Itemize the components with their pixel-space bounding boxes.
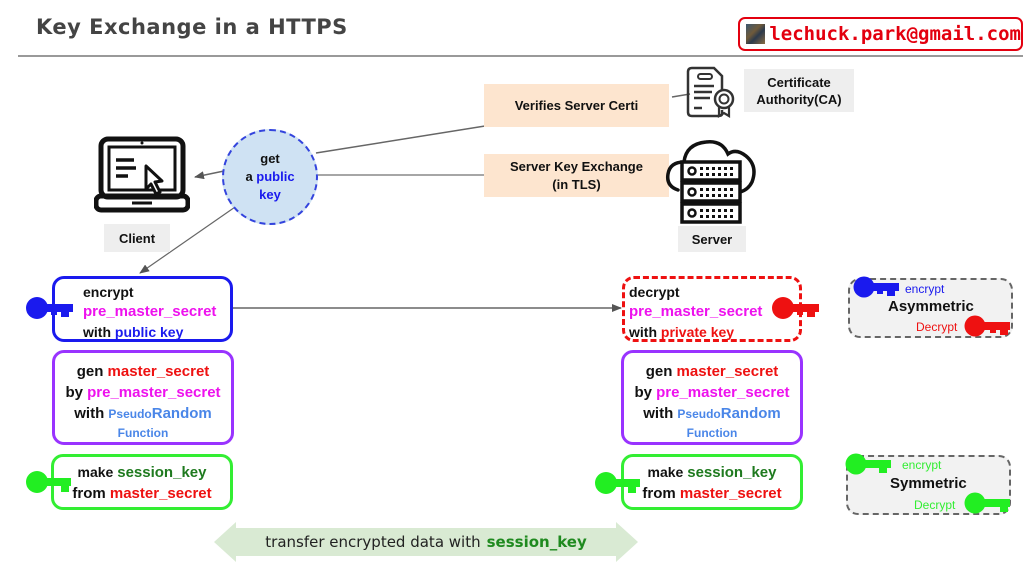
author-email: lechuck.park@gmail.com [769, 23, 1021, 45]
client-label-text: Client [118, 230, 156, 246]
session-line1-highlight: session_key [687, 464, 777, 481]
gen-line3: with PseudoRandom [55, 403, 231, 425]
gen-line3-small: Pseudo [108, 407, 152, 421]
gen-line2: by pre_master_secret [55, 382, 231, 403]
sym-encrypt-key-icon [845, 453, 891, 475]
decrypt-line1: decrypt [629, 284, 680, 300]
verifies-to-bubble-line [315, 125, 486, 154]
transfer-prefix: transfer encrypted data with [265, 533, 481, 551]
public-key-icon [26, 297, 73, 319]
laptop-icon [94, 136, 190, 213]
asym-decrypt-label: Decrypt [916, 320, 958, 334]
session-line2: from master_secret [54, 483, 230, 504]
gen-line4: Function [117, 426, 169, 440]
gen-line2: by pre_master_secret [624, 382, 800, 403]
session-line2-prefix: from [642, 485, 680, 502]
decrypt-line3: with private key [629, 322, 799, 342]
gen-line1: gen master_secret [624, 361, 800, 382]
session-line1-prefix: make [647, 464, 688, 480]
server-session-key-box: make session_key from master_secret [621, 454, 803, 510]
sym-decrypt-label: Decrypt [914, 498, 956, 512]
client-encrypt-box: encrypt pre_master_secret with public ke… [52, 276, 233, 342]
server-decrypt-box: decrypt pre_master_secret with private k… [622, 276, 802, 342]
ca-label-line1: Certificate [767, 74, 831, 90]
gen-line1-highlight: master_secret [107, 363, 210, 380]
bubble-line2-prefix: a [245, 169, 257, 184]
gen-line2-highlight: pre_master_secret [656, 384, 790, 401]
sym-title: Symmetric [890, 475, 967, 492]
transfer-highlight: session_key [486, 533, 587, 551]
get-public-key-bubble: get a public key [222, 129, 318, 225]
author-email-badge: lechuck.park@gmail.com [738, 17, 1023, 51]
gen-line2-highlight: pre_master_secret [87, 384, 221, 401]
encrypt-line3-highlight: public key [114, 324, 184, 340]
sym-encrypt-label: encrypt [902, 458, 942, 472]
session-line1-highlight: session_key [117, 464, 207, 481]
client-label: Client [104, 224, 170, 252]
page-title: Key Exchange in a HTTPS [36, 15, 348, 39]
asym-encrypt-label: encrypt [905, 282, 945, 296]
cloud-server-icon [665, 140, 756, 224]
decrypt-line3-prefix: with [629, 324, 661, 340]
certificate-icon [686, 66, 735, 118]
private-key-icon [772, 297, 819, 319]
bubble-to-client-arrow [194, 170, 225, 180]
bubble-line1: get [260, 151, 280, 166]
gen-line3-highlight: Random [151, 405, 212, 422]
session-line1-prefix: make [77, 464, 118, 480]
session-line2-highlight: master_secret [109, 485, 212, 502]
gen-line3-prefix: with [643, 405, 678, 422]
double-arrow-shape [214, 522, 638, 562]
bubble-line2-highlight: public [256, 169, 295, 184]
server-key-exchange-text-2: (in TLS) [552, 176, 601, 192]
verifies-server-cert-text: Verifies Server Certi [514, 97, 639, 113]
gen-line3-small: Pseudo [677, 407, 721, 421]
title-divider [18, 55, 1023, 57]
server-key-exchange-label: Server Key Exchange (in TLS) [484, 154, 669, 197]
encrypt-line3-prefix: with [83, 324, 115, 340]
client-gen-master-secret-box: gen master_secret by pre_master_secret w… [52, 350, 234, 445]
gen-line1-prefix: gen [76, 363, 108, 380]
avatar [746, 24, 766, 44]
gen-line1-prefix: gen [645, 363, 677, 380]
encrypt-line1: encrypt [83, 284, 134, 300]
decrypt-line3-highlight: private key [660, 324, 735, 340]
verifies-server-cert-label: Verifies Server Certi [484, 84, 669, 127]
bubble-line2: a public [245, 168, 294, 186]
session-key-icon-server [595, 472, 640, 494]
server-label-text: Server [691, 231, 733, 247]
server-label: Server [678, 226, 746, 252]
sym-decrypt-key-icon [964, 492, 1010, 514]
transfer-arrow: transfer encrypted data with session_key [214, 522, 638, 562]
gen-line3: with PseudoRandom [624, 403, 800, 425]
session-line1: make session_key [624, 462, 800, 483]
decrypt-line2: pre_master_secret [629, 303, 763, 320]
gen-line2-prefix: by [634, 384, 657, 401]
bubble-line3: key [259, 187, 281, 202]
session-line2: from master_secret [624, 483, 800, 504]
transfer-text: transfer encrypted data with session_key [214, 522, 638, 562]
gen-line3-prefix: with [74, 405, 109, 422]
asym-decrypt-key-icon [964, 315, 1010, 337]
asym-title: Asymmetric [888, 298, 974, 315]
gen-line3-highlight: Random [720, 405, 781, 422]
ca-label: Certificate Authority(CA) [744, 69, 854, 112]
session-line1: make session_key [54, 462, 230, 483]
gen-line1-highlight: master_secret [676, 363, 779, 380]
server-gen-master-secret-box: gen master_secret by pre_master_secret w… [621, 350, 803, 445]
session-line2-highlight: master_secret [679, 485, 782, 502]
gen-line4: Function [686, 426, 738, 440]
ca-label-line2: Authority(CA) [756, 91, 842, 107]
gen-line2-prefix: by [65, 384, 88, 401]
session-line2-prefix: from [72, 485, 110, 502]
encrypt-line2: pre_master_secret [83, 303, 217, 320]
gen-line1: gen master_secret [55, 361, 231, 382]
client-session-key-box: make session_key from master_secret [51, 454, 233, 510]
asym-encrypt-key-icon [853, 276, 899, 298]
bubble-to-encrypt-arrow [139, 204, 239, 274]
server-key-exchange-text-1: Server Key Exchange [510, 158, 643, 174]
encrypt-line3: with public key [83, 322, 230, 342]
session-key-icon-client [26, 471, 71, 493]
